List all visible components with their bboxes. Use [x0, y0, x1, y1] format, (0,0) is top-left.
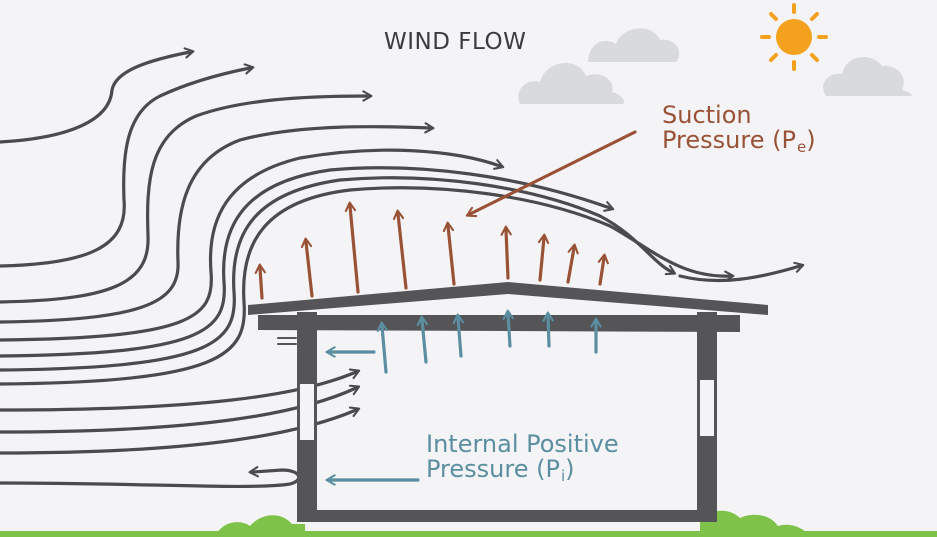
- wind-flow-lines: [0, 47, 805, 489]
- cloud-icon: [518, 28, 912, 104]
- suction-pressure-label: Suction Pressure (Pe): [662, 101, 816, 157]
- internal-pressure-label: Internal Positive Pressure (Pi): [426, 430, 619, 486]
- suction-label-line2: Pressure (Pe): [662, 126, 816, 157]
- suction-label-line1: Suction: [662, 101, 752, 129]
- internal-arrows: [325, 309, 602, 486]
- grass: [0, 510, 937, 537]
- sun-icon: [760, 3, 828, 71]
- suction-arrows: [254, 130, 637, 300]
- internal-label-line1: Internal Positive: [426, 430, 619, 458]
- internal-label-line2: Pressure (Pi): [426, 455, 575, 486]
- diagram-title: WIND FLOW: [384, 29, 527, 55]
